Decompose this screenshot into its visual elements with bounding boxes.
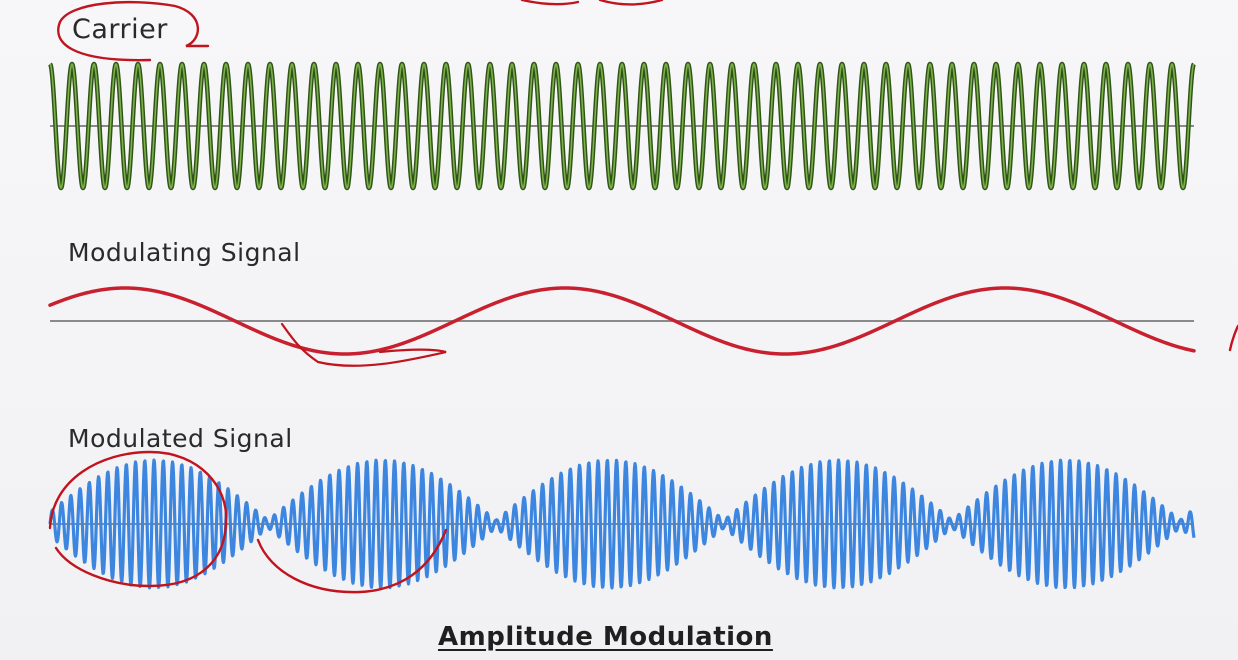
carrier-circle-annotation xyxy=(57,0,210,62)
carrier-wave xyxy=(49,63,1195,189)
modulating-wave xyxy=(48,286,1196,356)
modulated-signal-label: Modulated Signal xyxy=(68,424,293,453)
envelope-circle-annotation-1 xyxy=(48,450,228,588)
carrier-label: Carrier xyxy=(72,14,168,45)
diagram-caption: Amplitude Modulation xyxy=(438,622,773,652)
top-scribble-annotation-2 xyxy=(598,0,664,6)
right-edge-annotation xyxy=(1228,324,1238,352)
envelope-circle-annotation-2 xyxy=(256,528,448,594)
modulated-wave xyxy=(48,458,1196,590)
modulating-trough-annotation xyxy=(280,322,447,367)
modulating-signal-label: Modulating Signal xyxy=(68,238,301,267)
top-scribble-annotation-1 xyxy=(520,0,580,6)
